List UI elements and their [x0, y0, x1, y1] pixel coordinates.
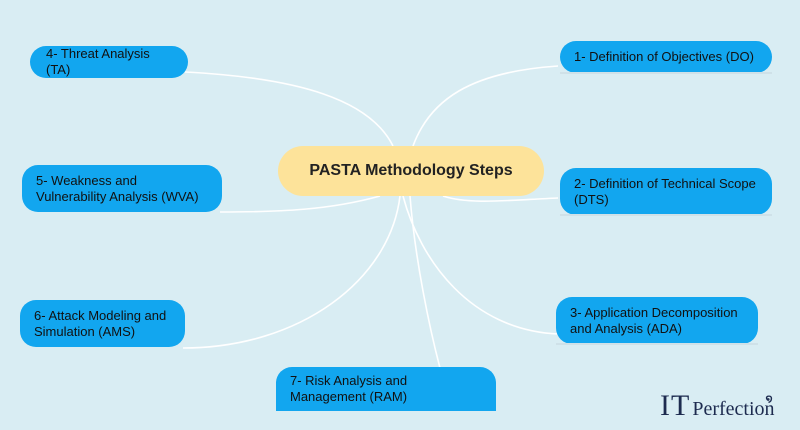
connector-ams — [182, 195, 401, 349]
central-topic[interactable]: PASTA Methodology Steps — [278, 146, 544, 196]
node-definition-of-objectives[interactable]: 1- Definition of Objectives (DO) — [560, 41, 772, 73]
node-underline — [556, 343, 758, 345]
connector-dts — [442, 195, 559, 202]
connector-ada — [402, 195, 559, 335]
connector-wva — [219, 195, 381, 213]
connector-do — [412, 65, 559, 147]
node-definition-of-technical-scope[interactable]: 2- Definition of Technical Scope (DTS) — [560, 168, 772, 215]
itperfection-logo: IT Perfection ໑ — [660, 389, 796, 422]
node-application-decomposition[interactable]: 3- Application Decomposition and Analysi… — [556, 297, 758, 344]
node-underline — [560, 214, 772, 216]
connector-ta — [184, 71, 394, 147]
node-underline — [560, 72, 772, 74]
logo-it-text: IT — [660, 389, 691, 422]
node-weakness-vulnerability-analysis[interactable]: 5- Weakness and Vulnerability Analysis (… — [22, 165, 222, 212]
node-attack-modeling-simulation[interactable]: 6- Attack Modeling and Simulation (AMS) — [20, 300, 185, 347]
connector-ram — [409, 195, 441, 369]
logo-swirl-icon: ໑ — [765, 393, 773, 405]
node-risk-analysis-management[interactable]: 7- Risk Analysis and Management (RAM) — [276, 367, 496, 411]
logo-perfection-text: Perfection ໑ — [692, 393, 775, 421]
logo-perfection-label: Perfection — [692, 398, 775, 420]
node-threat-analysis[interactable]: 4- Threat Analysis (TA) — [30, 46, 188, 78]
